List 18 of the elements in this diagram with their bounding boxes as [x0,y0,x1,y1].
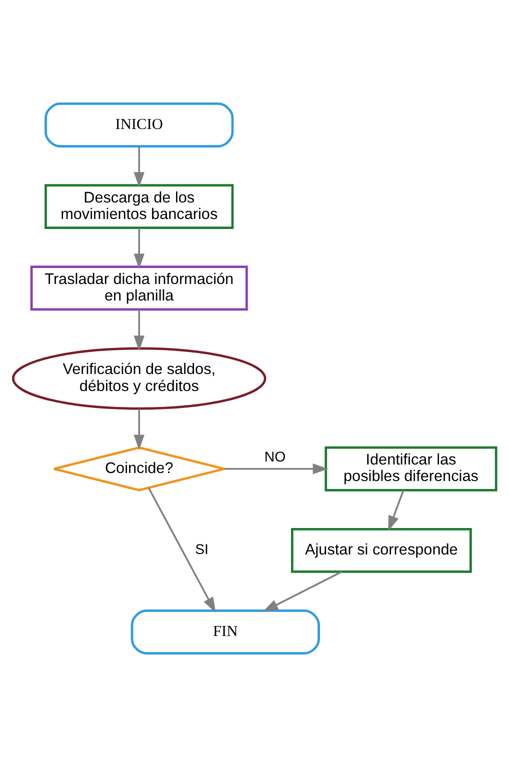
node-box: INICIO [44,102,234,148]
node-ellipse: Verificación de saldos, débitos y créditos [12,347,266,410]
edge-label: NO [264,449,286,466]
arrow [134,409,144,450]
arrow [134,146,144,188]
arrow [262,571,342,612]
node-box: Identificar las posibles diferencias [324,446,498,492]
node-diamond: Coincide? [52,446,226,492]
edge-label: SI [195,542,208,558]
node-box: Trasladar dicha información en planilla [30,266,248,311]
arrow [148,487,216,613]
arrow [388,490,404,532]
node-box: FIN [130,610,320,654]
arrow [134,228,144,270]
node-box: Ajustar si corresponde [291,528,472,573]
node-box: Descarga de los movimientos bancarios [44,184,234,230]
arrow [134,310,144,352]
arrow [224,463,328,474]
